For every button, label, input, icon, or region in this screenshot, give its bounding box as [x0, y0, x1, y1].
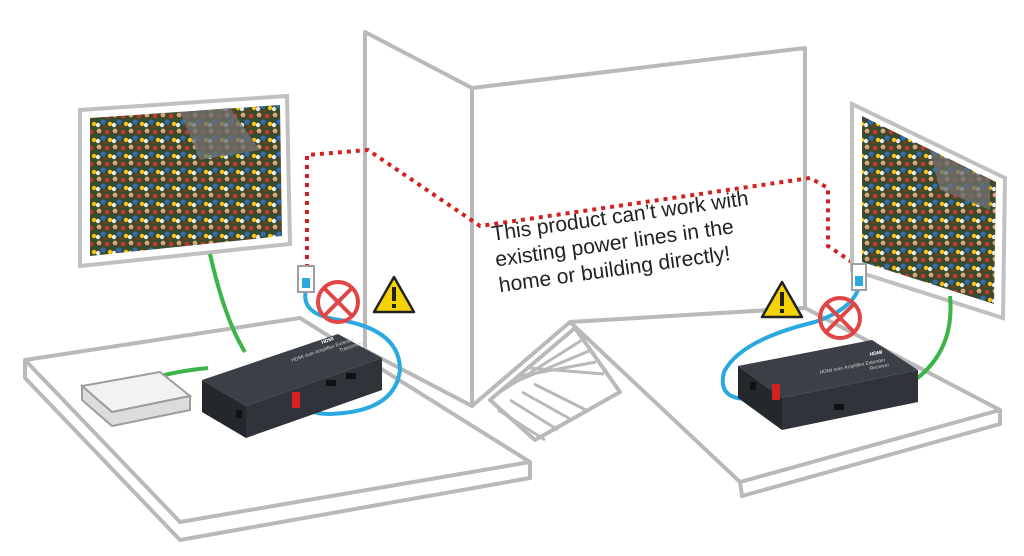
stair-step-2: [497, 382, 587, 442]
left-floor-edge: [23, 360, 532, 542]
receiver-brand: HDMI: [869, 350, 883, 358]
receiver-power-port: [750, 382, 756, 390]
prohibited-icon: [818, 296, 862, 340]
hdmi-cable-right-tv: [913, 295, 953, 382]
power-outlet-left: [297, 265, 315, 293]
transmitter-brand: HDMI: [321, 336, 336, 346]
left-tv-screen: [90, 105, 282, 256]
power-outlet-right: [851, 263, 867, 291]
receiver-red-connector: [772, 384, 780, 400]
right-tv: [850, 100, 1008, 321]
transmitter-hdmi-port-1: [326, 380, 336, 386]
left-wall: [363, 30, 474, 408]
receiver-hdmi-port: [834, 404, 844, 410]
receiver-role: Receiver: [869, 362, 890, 372]
right-floor-edge: [738, 410, 1002, 498]
right-tv-screen: [862, 116, 996, 304]
stairs: [488, 326, 622, 442]
left-tv: [78, 93, 293, 269]
right-tv-road: [930, 150, 990, 210]
transmitter-red-connector: [292, 392, 300, 408]
source-box: [79, 370, 193, 428]
warning-icon: [760, 280, 804, 319]
transmitter-device: HDMI HDMI over Ampliflex Extender Transm…: [202, 334, 382, 438]
receiver-device: HDMI HDMI over Ampliflex Extender Receiv…: [738, 340, 918, 430]
transmitter-power-port: [236, 410, 242, 418]
hdmi-cable-left-tv: [208, 253, 247, 354]
transmitter-hdmi-port-2: [346, 373, 356, 379]
stair-step-1: [499, 338, 605, 394]
left-tv-road: [180, 108, 260, 160]
warning-icon: [372, 275, 416, 314]
power-line-path: [305, 147, 860, 268]
prohibited-icon: [316, 280, 360, 324]
